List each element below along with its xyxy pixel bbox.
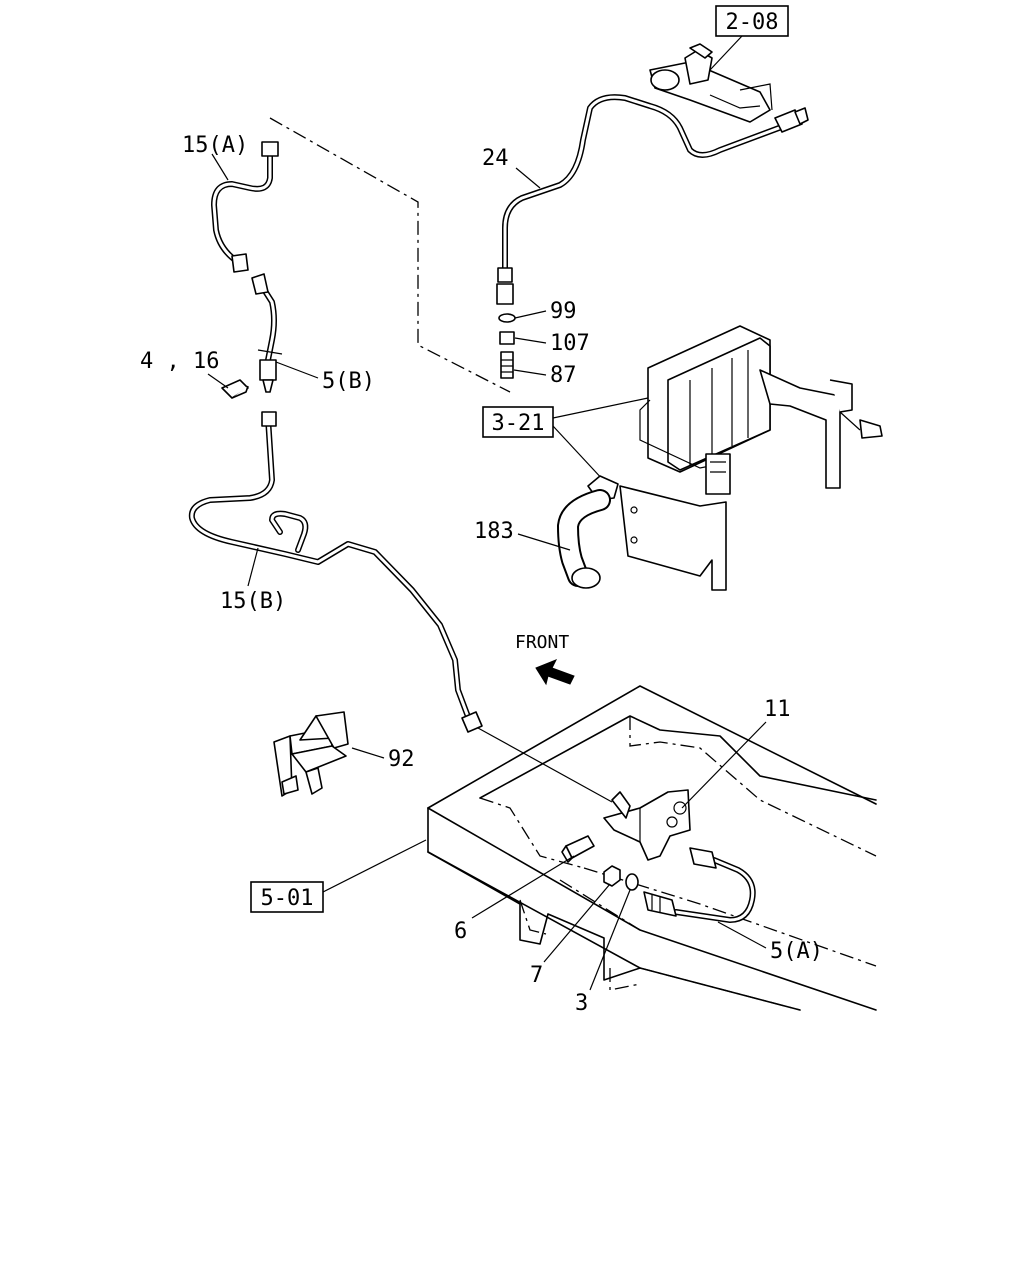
leader-99 [514,310,547,319]
label-15a: 15(A) [182,133,248,158]
fluid-reservoir [587,325,883,591]
ref-2-08-label: 2-08 [726,10,779,35]
hose-5a [643,847,756,923]
hose-5b [251,273,283,393]
leader-87 [513,369,547,376]
front-label: FRONT [515,632,569,653]
leader-6 [471,855,575,919]
leader-2-08 [709,35,743,71]
leader-5-01 [322,839,427,893]
leader-5b [275,361,319,379]
nut-7 [603,865,621,887]
ref-5-01-label: 5-01 [261,886,314,911]
leader-3 [589,889,631,991]
master-cylinder [649,43,773,123]
fitting-99-107-87 [496,267,516,379]
leader-183 [517,533,571,551]
label-6: 6 [454,919,467,944]
clip-4-16 [221,379,249,399]
label-7: 7 [530,963,543,988]
label-3: 3 [575,991,588,1016]
label-92: 92 [388,747,415,772]
reference-box-2-08[interactable]: 2-08 [715,5,789,37]
label-5a: 5(A) [770,939,823,964]
pipe-15a [211,141,279,273]
label-11: 11 [764,697,791,722]
leader-7 [543,883,611,963]
leader-5a [717,921,767,949]
reference-box-5-01[interactable]: 5-01 [250,881,324,913]
connection-line-15a-24 [269,117,511,393]
ref-3-21-label: 3-21 [492,411,545,436]
label-87: 87 [550,363,577,388]
leader-4-16 [207,373,229,389]
leader-3-21-b [552,425,606,483]
label-4-16: 4 , 16 [140,349,219,374]
label-183: 183 [474,519,514,544]
bracket-11 [603,789,691,861]
hose-183 [557,489,611,589]
leader-15b [247,547,259,587]
leader-107 [514,337,547,344]
clip-92 [273,711,349,797]
label-15b: 15(B) [220,589,286,614]
label-99: 99 [550,299,577,324]
label-107: 107 [550,331,590,356]
chassis-frame [427,685,877,1011]
pipe-15b [188,411,483,733]
label-24: 24 [482,146,509,171]
label-5b: 5(B) [322,369,375,394]
bolt-6 [561,835,595,863]
leader-11 [681,721,767,809]
pipe-24 [502,94,809,271]
leader-3-21-a [552,397,649,419]
connection-line-15b-bracket [477,727,613,803]
leader-15a [211,153,229,181]
washer-3 [625,873,639,891]
reference-box-3-21[interactable]: 3-21 [482,406,554,438]
leader-24 [515,167,541,189]
front-arrow-icon [535,659,575,686]
leader-92 [351,747,385,759]
